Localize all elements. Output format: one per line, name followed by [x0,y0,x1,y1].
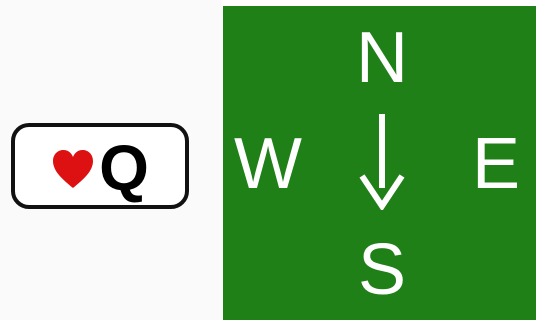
direction-east[interactable]: E [471,124,521,204]
heart-icon [53,150,94,188]
arrow-down-icon [359,114,405,210]
direction-north[interactable]: N [356,18,408,98]
direction-south[interactable]: S [357,230,407,310]
card-rank: Q [99,132,149,204]
card-panel: Q [0,0,222,320]
card-chip[interactable]: Q [11,123,189,209]
compass-board: N W E S [223,6,536,320]
direction-west[interactable]: W [234,124,302,204]
